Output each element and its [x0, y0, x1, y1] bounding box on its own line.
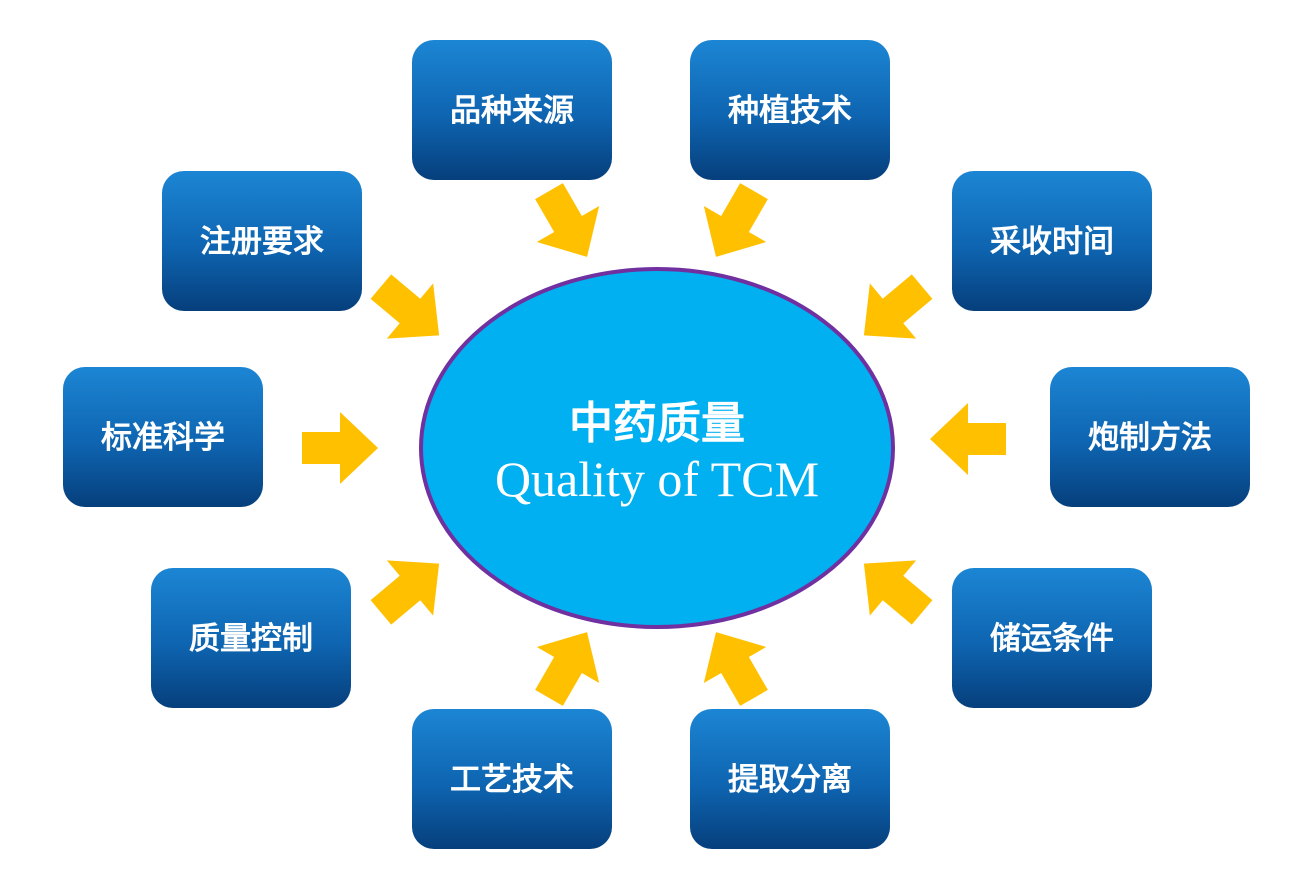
factor-label: 采收时间	[990, 224, 1114, 260]
arrow-extraction-separation	[703, 632, 768, 706]
arrow-storage-transport	[863, 560, 933, 625]
factor-box-harvest-time: 采收时间	[952, 171, 1152, 311]
arrow-variety-source	[535, 183, 600, 257]
factor-box-processing-method: 炮制方法	[1050, 367, 1250, 507]
factor-label: 炮制方法	[1088, 420, 1212, 456]
arrow-processing-method	[930, 403, 1006, 475]
arrow-quality-control	[370, 560, 440, 625]
factor-label: 种植技术	[728, 93, 852, 129]
factor-box-variety-source: 品种来源	[412, 40, 612, 180]
center-title-en: Quality of TCM	[495, 451, 819, 507]
factor-label: 品种来源	[450, 93, 574, 129]
factor-box-quality-control: 质量控制	[151, 568, 351, 708]
arrow-process-technology	[535, 632, 600, 706]
center-ellipse	[419, 267, 895, 629]
factor-label: 标准科学	[101, 420, 225, 456]
factor-label: 工艺技术	[450, 762, 574, 798]
factor-label: 质量控制	[189, 621, 313, 657]
factor-box-extraction-separation: 提取分离	[690, 709, 890, 849]
factor-box-planting-technique: 种植技术	[690, 40, 890, 180]
center-title-cn: 中药质量	[569, 398, 745, 449]
factor-boxes: 品种来源 种植技术 采收时间 炮制方法 储运条件 提取分离 工艺技术 质量控制	[63, 40, 1250, 849]
factor-box-process-technology: 工艺技术	[412, 709, 612, 849]
factor-box-registration-requirements: 注册要求	[162, 171, 362, 311]
factor-label: 注册要求	[200, 224, 324, 260]
factor-label: 提取分离	[728, 762, 852, 798]
center-node: 中药质量 Quality of TCM	[419, 267, 895, 629]
arrow-planting-technique	[703, 183, 768, 257]
arrow-harvest-time	[863, 274, 933, 339]
factor-box-storage-transport: 储运条件	[952, 568, 1152, 708]
factor-box-standard-science: 标准科学	[63, 367, 263, 507]
arrow-standard-science	[302, 412, 378, 484]
arrow-registration-requirements	[370, 274, 440, 339]
arrows-group	[302, 183, 1006, 706]
factor-label: 储运条件	[990, 621, 1114, 657]
